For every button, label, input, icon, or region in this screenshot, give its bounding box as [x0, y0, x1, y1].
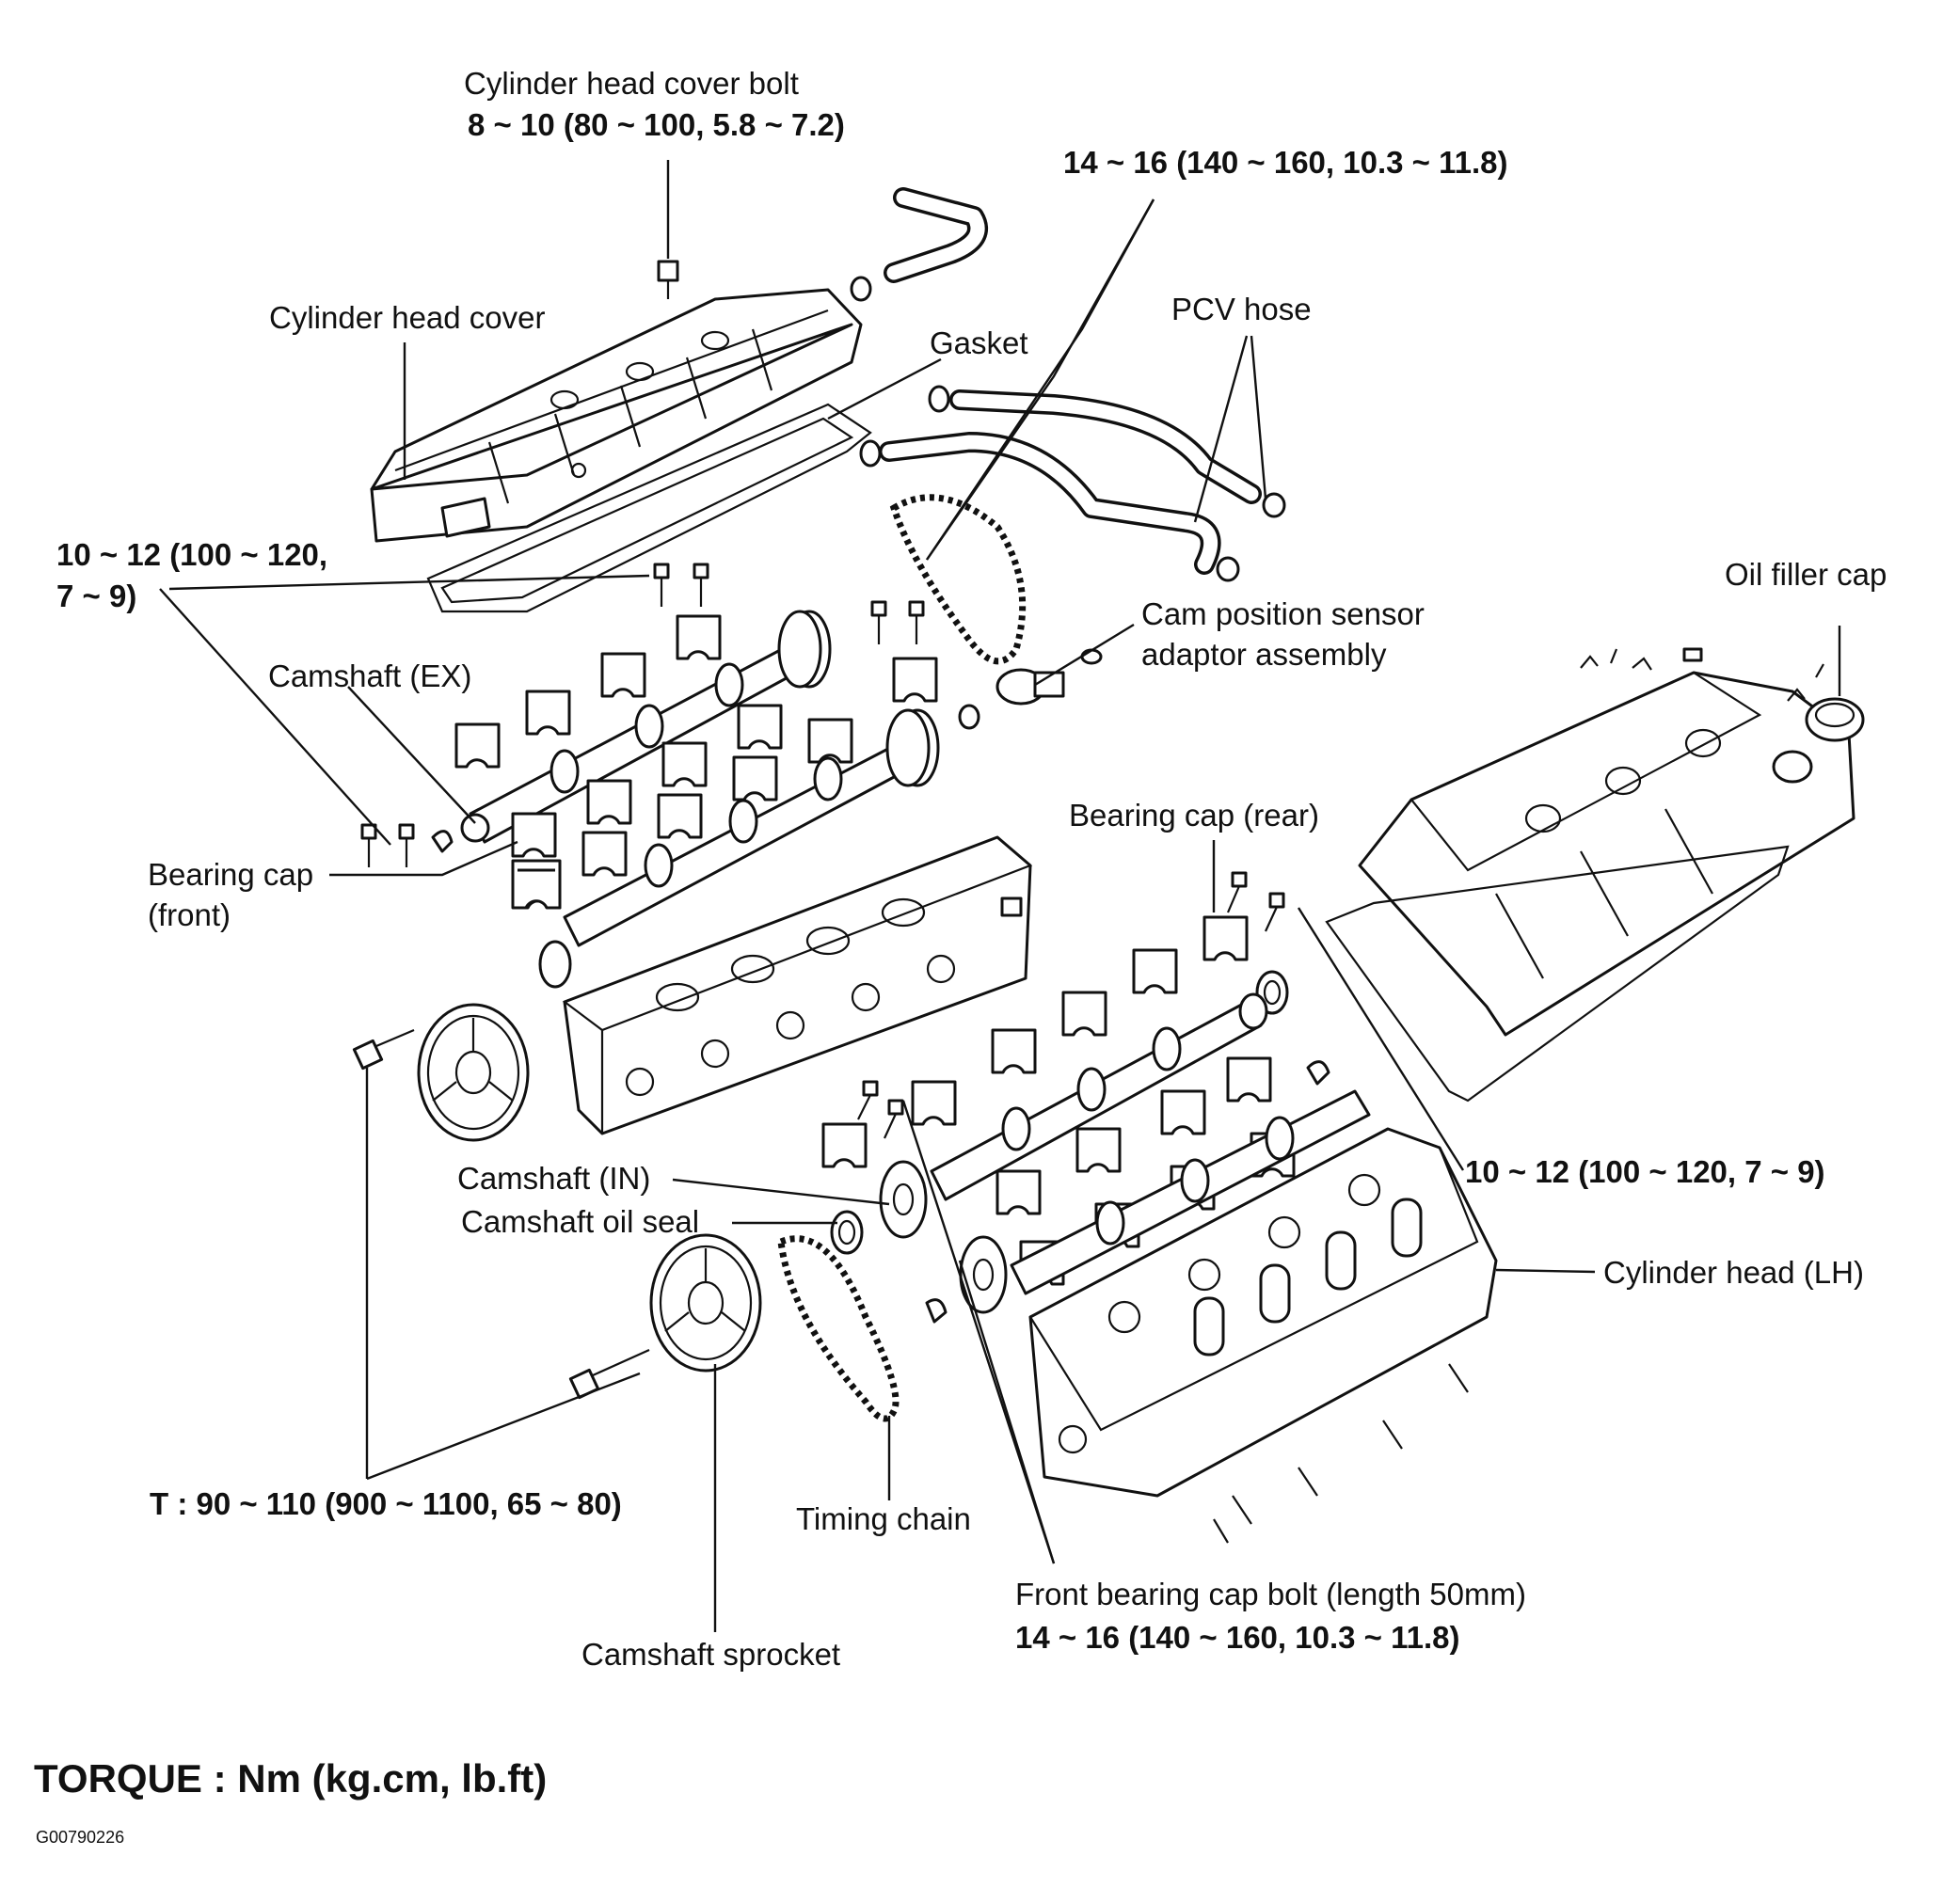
- bearing-cap-front-label-2: (front): [148, 897, 231, 932]
- bearing-cap-front-label-1: Bearing cap: [148, 857, 314, 892]
- pcv-hose-label: PCV hose: [1171, 292, 1312, 326]
- small-fasteners-lh: [1580, 647, 1824, 702]
- cover-bolt-label: Cylinder head cover bolt: [464, 66, 799, 101]
- pcv-hoses: [859, 385, 1286, 582]
- cover-gasket-rh: [426, 403, 872, 613]
- lower-timing-chain: [777, 1235, 900, 1422]
- cylinder-head-lh: [1028, 1127, 1498, 1544]
- camshaft-sprocket-lh: [649, 1233, 762, 1372]
- camshaft-in-label: Camshaft (IN): [457, 1161, 651, 1196]
- front-cap-bolt-label: Front bearing cap bolt (length 50mm): [1015, 1577, 1526, 1611]
- cam-sensor-label-1: Cam position sensor: [1141, 596, 1425, 631]
- camshaft-sprocket-rh: [417, 1003, 530, 1142]
- upper-cam-sprockets: [777, 610, 980, 787]
- torque-units-note: TORQUE : Nm (kg.cm, lb.ft): [34, 1756, 548, 1801]
- breather-hose: [850, 187, 989, 302]
- cylinder-head-cover-rh: [370, 288, 863, 543]
- cylinder-head-cover-label: Cylinder head cover: [269, 300, 546, 335]
- gasket-label: Gasket: [930, 325, 1028, 360]
- bearing-cap-rear-label: Bearing cap (rear): [1069, 798, 1319, 833]
- cap-bolt-torque-right: 10 ~ 12 (100 ~ 120, 7 ~ 9): [1465, 1154, 1825, 1189]
- top-bolt-torque: 14 ~ 16 (140 ~ 160, 10.3 ~ 11.8): [1063, 145, 1508, 180]
- sprocket-torque: T : 90 ~ 110 (900 ~ 1100, 65 ~ 80): [150, 1486, 622, 1521]
- cylinder-head-cover-lh: [1358, 671, 1855, 1037]
- camshaft-in-lh: [1010, 1089, 1371, 1295]
- oil-filler-cap: [1805, 697, 1865, 742]
- cylinder-head-rh: [562, 835, 1033, 1135]
- cover-gasket-lh: [1325, 845, 1790, 1103]
- camshaft-ex-label: Camshaft (EX): [268, 658, 472, 693]
- cap-bolt-torque-left-1: 10 ~ 12 (100 ~ 120,: [56, 537, 328, 572]
- cylinder-head-lh-label: Cylinder head (LH): [1603, 1255, 1864, 1290]
- oil-filler-cap-label: Oil filler cap: [1725, 557, 1887, 592]
- bearing-caps-rh: [454, 614, 938, 910]
- upper-timing-chain: [889, 494, 1027, 665]
- bearing-cap-bolts-rh: [360, 563, 925, 867]
- timing-chain-label: Timing chain: [796, 1501, 971, 1536]
- cover-bolt: [657, 260, 679, 299]
- front-cap-bolt-torque: 14 ~ 16 (140 ~ 160, 10.3 ~ 11.8): [1015, 1620, 1460, 1655]
- cam-sensor-label-2: adaptor assembly: [1141, 637, 1387, 672]
- lower-cam-sprockets: [879, 1160, 1008, 1324]
- figure-code: G00790226: [36, 1828, 125, 1847]
- cap-bolt-torque-left-2: 7 ~ 9): [56, 579, 137, 613]
- cover-bolt-torque: 8 ~ 10 (80 ~ 100, 5.8 ~ 7.2): [468, 107, 845, 142]
- bearing-cap-bolts-lh: [857, 871, 1285, 1139]
- leader-lines: [159, 160, 1841, 1632]
- camshaft-oil-seal-label: Camshaft oil seal: [461, 1204, 700, 1239]
- camshaft-ex-lh: [930, 992, 1268, 1201]
- sprocket-bolt-rh: [352, 1028, 415, 1071]
- camshaft-sprocket-label: Camshaft sprocket: [581, 1637, 841, 1672]
